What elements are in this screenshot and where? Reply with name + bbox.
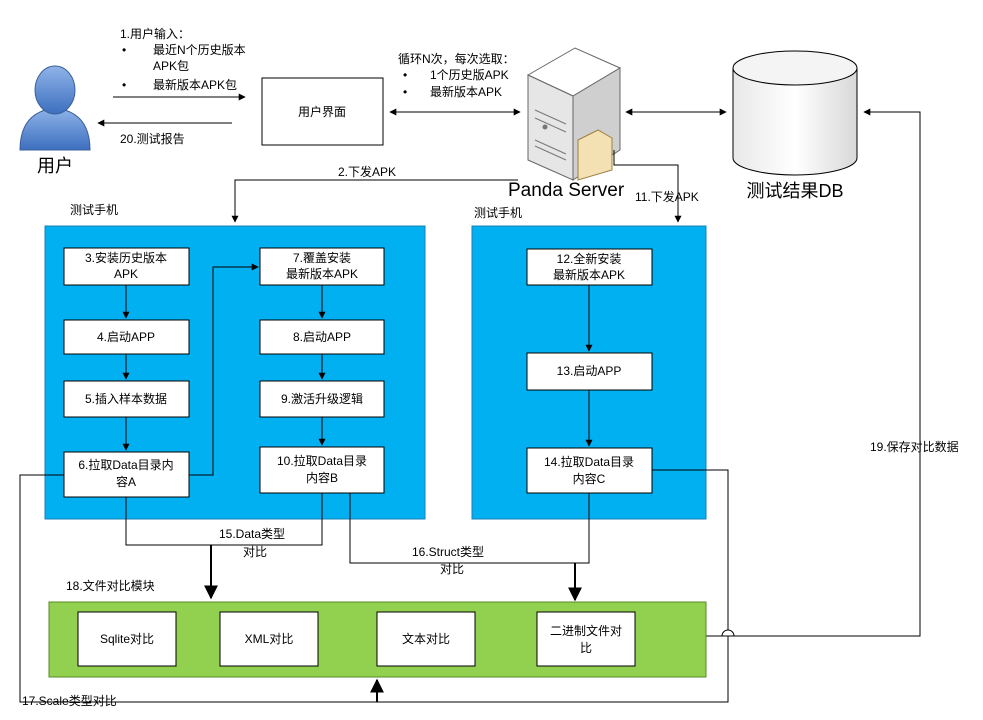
step-label: 9.激活升级逻辑 bbox=[281, 392, 363, 406]
db-label: 测试结果DB bbox=[746, 181, 843, 201]
step-label: 最新版本APK bbox=[553, 267, 625, 282]
step-9-box: 9.激活升级逻辑 bbox=[259, 380, 385, 418]
step-6-box: 6.拉取Data目录内 容A bbox=[63, 451, 190, 498]
scale-compare-connector bbox=[19, 474, 729, 703]
loop-title: 循环N次，每次选取： bbox=[398, 51, 515, 66]
bullet: • bbox=[122, 78, 126, 92]
step-5-box: 5.插入样本数据 bbox=[63, 380, 190, 418]
data-compare-label: 对比 bbox=[243, 545, 267, 559]
step-13-box: 13.启动APP bbox=[526, 352, 653, 391]
compare-module-label: 18.文件对比模块 bbox=[66, 578, 155, 593]
user-input-title: 1.用户输入： bbox=[120, 26, 190, 41]
struct-compare-label: 16.Struct类型 bbox=[412, 545, 484, 559]
phone-left-label: 测试手机 bbox=[70, 202, 118, 217]
step-label: 8.启动APP bbox=[293, 330, 351, 344]
data-compare-label: 15.Data类型 bbox=[219, 527, 285, 541]
user-label: 用户 bbox=[37, 156, 73, 176]
bullet: • bbox=[122, 43, 126, 57]
compare-item-label: Sqlite对比 bbox=[100, 632, 154, 646]
step-label: 4.启动APP bbox=[97, 330, 155, 344]
loop-bullet: 最新版本APK bbox=[430, 84, 502, 99]
server-label: Panda Server bbox=[508, 180, 625, 201]
step-label: 12.全新安装 bbox=[557, 251, 622, 266]
user-input-bullet: 最新版本APK包 bbox=[153, 77, 237, 92]
dispatch-left-label: 2.下发APK bbox=[338, 164, 396, 179]
step-label: 内容B bbox=[306, 470, 338, 485]
user-input-bullet: APK包 bbox=[153, 59, 189, 73]
step-14-box: 14.拉取Data目录 内容C bbox=[526, 447, 653, 494]
compare-item-label: 二进制文件对 bbox=[550, 623, 622, 638]
ui-box-label: 用户界面 bbox=[298, 104, 346, 119]
bullet: • bbox=[403, 85, 407, 99]
save-compare-label: 19.保存对比数据 bbox=[870, 439, 959, 454]
scale-compare-label: 17.Scale类型对比 bbox=[22, 694, 117, 708]
save-compare-arrow bbox=[706, 108, 921, 637]
step-label: 内容C bbox=[573, 471, 606, 486]
line-hop bbox=[721, 629, 735, 637]
step-label: 5.插入样本数据 bbox=[85, 391, 167, 406]
sqlite-compare-box: Sqlite对比 bbox=[77, 611, 177, 667]
step-label: 6.拉取Data目录内 bbox=[78, 457, 173, 472]
loop-annotation: 循环N次，每次选取： • 1个历史版APK • 最新版本APK bbox=[398, 51, 515, 99]
user-icon bbox=[19, 65, 91, 151]
step-12-box: 12.全新安装 最新版本APK bbox=[526, 248, 653, 286]
step-4-box: 4.启动APP bbox=[63, 319, 190, 355]
loop-bullet: 1个历史版APK bbox=[430, 68, 509, 82]
bullet: • bbox=[403, 68, 407, 82]
user-input-bullet: 最近N个历史版本 bbox=[153, 43, 246, 57]
server-icon bbox=[526, 47, 622, 181]
dispatch-right-arrow bbox=[613, 150, 682, 223]
struct-compare-connector bbox=[349, 493, 590, 564]
step-label: 容A bbox=[116, 474, 136, 489]
compare-item-label: XML对比 bbox=[245, 632, 294, 646]
step-8-box: 8.启动APP bbox=[259, 319, 385, 355]
database-icon bbox=[732, 50, 858, 176]
phone-right-label: 测试手机 bbox=[474, 205, 522, 220]
binary-compare-box: 二进制文件对 比 bbox=[536, 611, 636, 667]
text-compare-box: 文本对比 bbox=[376, 611, 476, 667]
dispatch-left-arrow bbox=[231, 179, 518, 223]
compare-item-label: 文本对比 bbox=[402, 631, 450, 646]
step-label: 最新版本APK bbox=[286, 266, 358, 281]
step-label: APK bbox=[114, 267, 138, 281]
report-label: 20.测试报告 bbox=[120, 131, 185, 146]
step-label: 7.覆盖安装 bbox=[293, 250, 351, 265]
xml-compare-box: XML对比 bbox=[219, 611, 319, 667]
step-label: 3.安装历史版本 bbox=[85, 250, 167, 265]
step-10-box: 10.拉取Data目录 内容B bbox=[259, 446, 385, 494]
step-3-box: 3.安装历史版本 APK bbox=[63, 247, 190, 286]
data-compare-connector bbox=[125, 493, 323, 546]
compare-item-label: 比 bbox=[580, 641, 592, 655]
step-7-box: 7.覆盖安装 最新版本APK bbox=[259, 247, 385, 286]
scale-compare-connector bbox=[652, 469, 729, 630]
step-label: 10.拉取Data目录 bbox=[277, 453, 367, 468]
step-label: 13.启动APP bbox=[557, 364, 622, 378]
user-input-annotation: 1.用户输入： • 最近N个历史版本 APK包 • 最新版本APK包 bbox=[120, 26, 246, 92]
flow-arrow bbox=[189, 263, 259, 476]
ui-box bbox=[261, 77, 384, 146]
step-label: 14.拉取Data目录 bbox=[544, 454, 634, 469]
dispatch-right-label: 11.下发APK bbox=[635, 189, 699, 204]
struct-compare-label: 对比 bbox=[440, 562, 464, 576]
